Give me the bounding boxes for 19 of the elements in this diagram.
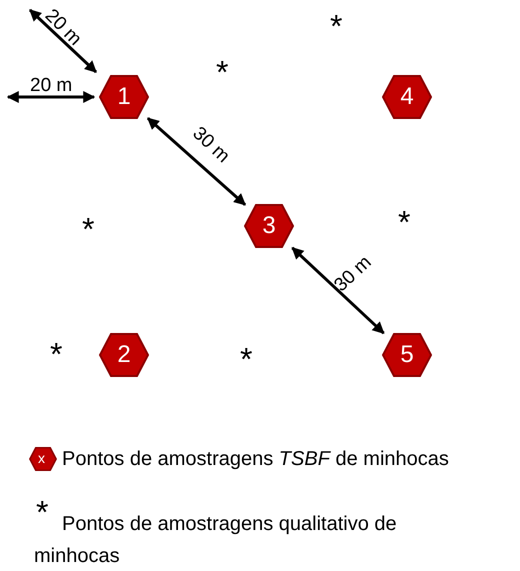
sampling-point-marker: 2 xyxy=(99,333,149,377)
sampling-point-marker: 3 xyxy=(244,204,294,248)
asterisk-mark: * xyxy=(82,213,94,245)
edge-label: 30 m xyxy=(189,124,234,166)
sampling-point-marker: 5 xyxy=(382,333,432,377)
asterisk-mark: * xyxy=(216,56,228,88)
double-arrow xyxy=(146,117,246,206)
edge-label: 30 m xyxy=(331,253,375,296)
sampling-point-marker: 4 xyxy=(382,75,432,119)
asterisk-mark: * xyxy=(398,206,410,238)
dimension-label: 20 m xyxy=(30,76,72,95)
double-arrow xyxy=(291,246,385,334)
asterisk-mark: * xyxy=(330,10,342,42)
dimension-label: 20 m xyxy=(41,6,85,50)
sampling-point-marker: 1 xyxy=(99,75,149,119)
legend-text: Pontos de amostragens TSBF de minhocas xyxy=(62,447,450,472)
asterisk-mark: * xyxy=(240,343,252,375)
asterisk-mark: * xyxy=(50,338,62,370)
legend-symbol-letter: x xyxy=(38,451,45,465)
